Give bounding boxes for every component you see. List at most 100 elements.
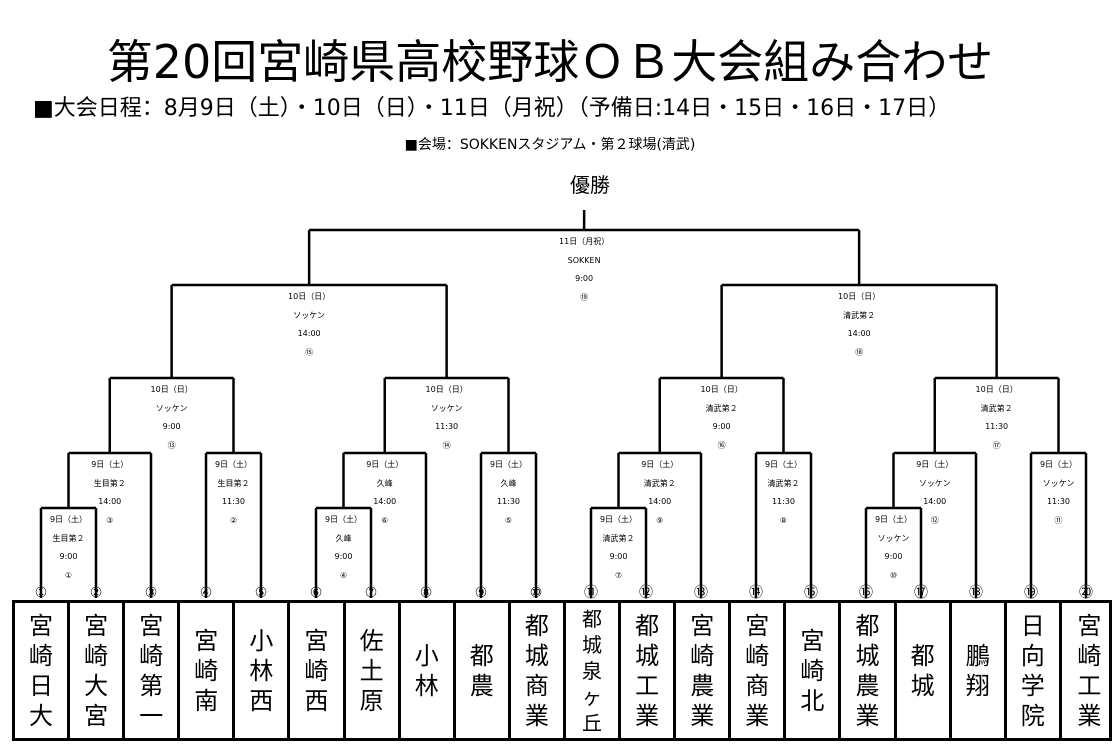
team-name-char: 城	[635, 641, 660, 670]
team-name-char: 農	[690, 671, 715, 700]
team-name-char: 宮	[139, 611, 164, 640]
team-name-char: 崎	[194, 656, 219, 685]
game-num: ⑫	[930, 515, 939, 525]
game-day: 9日（土）	[916, 460, 954, 469]
game-venue: 生目第２	[217, 478, 250, 488]
team-cell: 鵬翔	[952, 603, 1007, 738]
team-cell: 都城泉ヶ丘	[566, 603, 621, 738]
game-time: 11:30	[496, 497, 521, 506]
team-name-char: 都	[582, 606, 602, 631]
game-day: 10日（日）	[838, 292, 881, 301]
slot-number: ②	[89, 585, 103, 601]
schedule-text: ■大会日程：8月9日（土）・10日（日）・11日（月祝）（予備日:14日・15日…	[33, 96, 951, 121]
slot-number: ⑰	[914, 585, 928, 601]
team-name-char: 業	[745, 701, 770, 730]
game-day: 9日（土）	[599, 515, 638, 524]
game-num: ⑤	[504, 515, 513, 525]
team-name-char: 一	[139, 701, 164, 730]
game-num: ⑭	[442, 440, 451, 450]
team-name-char: 城	[524, 641, 549, 670]
team-cell: 都城	[897, 603, 952, 738]
game-time: 9:00	[162, 422, 181, 431]
team-cell: 小林	[401, 603, 456, 738]
game-venue: 久峰	[376, 478, 393, 488]
game-time: 9:00	[884, 552, 903, 561]
slot-number: ⑫	[639, 585, 653, 601]
team-cell: 宮崎南	[180, 603, 236, 738]
game-day: 9日（土）	[641, 460, 679, 469]
team-cell: 宮崎日大	[15, 603, 70, 738]
team-name-char: 崎	[139, 641, 164, 670]
game-venue: ソッケン	[293, 310, 325, 320]
game-time: 11:30	[435, 422, 459, 431]
team-cell: 宮崎農業	[676, 603, 732, 738]
team-name-char: 都	[524, 611, 549, 640]
team-name-char: 宮	[194, 626, 219, 655]
slot-number: ⑪	[584, 585, 598, 601]
game-num: ⑯	[717, 440, 726, 450]
game-day: 10日（日）	[288, 292, 331, 301]
game-day: 10日（日）	[425, 385, 468, 394]
game-num: ⑱	[855, 347, 864, 357]
team-name-char: 西	[304, 686, 329, 715]
game-time: 14:00	[297, 329, 321, 338]
game-day: 9日（土）	[1039, 460, 1078, 469]
slot-number: ⑧	[419, 585, 433, 601]
team-name-char: 崎	[800, 656, 825, 685]
game-venue: 清武第２	[843, 310, 876, 320]
team-name-char: 工	[635, 671, 660, 700]
slot-number: ⑱	[969, 585, 983, 601]
team-name-char: 商	[745, 671, 770, 700]
slot-number: ⑦	[364, 585, 378, 601]
team-name-char: 都	[910, 641, 935, 670]
team-cell: 都城商業	[511, 603, 566, 738]
slot-number: ⑨	[474, 585, 488, 601]
team-name-char: 都	[469, 641, 494, 670]
game-venue: 清武第２	[980, 403, 1013, 413]
team-cell: 宮崎工業	[1062, 603, 1117, 738]
team-name-char: 宮	[745, 611, 770, 640]
team-name-char: 土	[359, 656, 384, 685]
game-time: 9:00	[712, 422, 731, 431]
game-time: 9:00	[575, 274, 594, 283]
team-name-char: 農	[855, 671, 880, 700]
team-name-char: 崎	[29, 641, 53, 670]
slot-number: ⑩	[529, 585, 543, 601]
team-name-char: 崎	[690, 641, 715, 670]
game-time: 9:00	[609, 552, 628, 561]
team-name-char: 業	[855, 701, 880, 730]
team-name-char: 第	[139, 671, 164, 700]
slot-number: ⑳	[1079, 585, 1093, 601]
game-venue: ソッケン	[918, 478, 951, 488]
team-cell: 宮崎西	[291, 603, 346, 738]
game-time: 11:30	[985, 422, 1009, 431]
team-name-char: 西	[249, 686, 274, 715]
game-venue: 生目第２	[52, 533, 85, 543]
game-venue: ソッケン	[430, 403, 463, 413]
game-day: 9日（土）	[366, 460, 404, 469]
team-table: 宮崎日大宮崎大宮宮崎第一宮崎南小林西宮崎西佐土原小林都農都城商業都城泉ヶ丘都城工…	[12, 600, 1112, 741]
team-name-char: 工	[1077, 671, 1102, 700]
team-name-char: 日	[29, 671, 53, 700]
team-name-char: 業	[1077, 701, 1102, 730]
game-num: ①	[64, 570, 73, 580]
game-time: 14:00	[98, 497, 122, 506]
game-time: 14:00	[923, 497, 947, 506]
team-name-char: 丘	[582, 710, 602, 735]
team-name-char: 原	[359, 686, 384, 715]
team-name-char: 崎	[745, 641, 770, 670]
game-num: ②	[229, 515, 238, 525]
